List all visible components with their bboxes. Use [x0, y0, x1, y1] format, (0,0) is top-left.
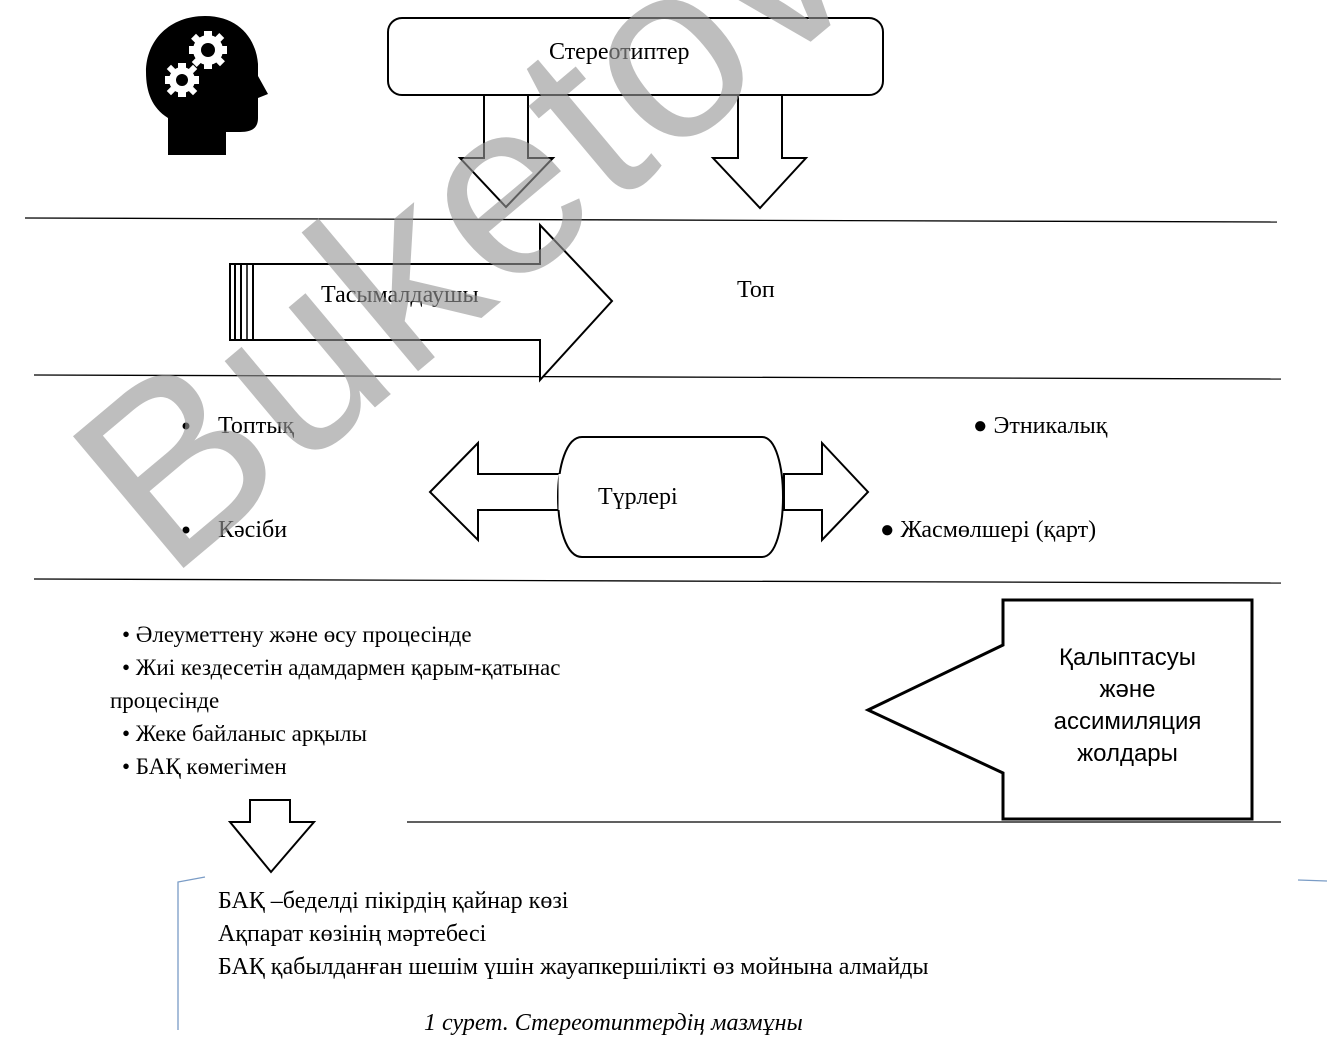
group-label: Топ [737, 277, 775, 303]
media-items: БАҚ –беделді пікірдің қайнар көзі Ақпара… [218, 885, 929, 984]
down-arrow-right [710, 94, 809, 210]
head-gears-icon [146, 16, 268, 155]
types-double-arrow [428, 436, 870, 558]
list-item: БАҚ қабылданған шешім үшін жауапкершілік… [218, 954, 929, 980]
list-item: • Жиі кездесетін адамдармен қарым-қатына… [122, 655, 561, 680]
type-ethnic: ● Этникалық [973, 413, 1108, 439]
list-item: БАҚ –беделді пікірдің қайнар көзі [218, 888, 569, 914]
stereotypes-label: Стереотиптер [549, 39, 690, 65]
formation-callout [864, 598, 1254, 821]
bullet-dot-icon [182, 422, 190, 430]
down-arrow-small [227, 799, 317, 874]
media-box-bracket [177, 876, 206, 1030]
figure-caption: 1 сурет. Стереотиптердің мазмұны [424, 1010, 803, 1036]
formation-line: жолдары [1077, 740, 1178, 767]
formation-line: Қалыптасуы [1059, 644, 1196, 671]
carrier-label: Тасымалдаушы [321, 282, 479, 308]
divider-1 [24, 217, 1278, 223]
media-box-bracket-right [1297, 879, 1327, 882]
bullet-dot-icon [182, 526, 190, 534]
formation-label: Қалыптасуы және ассимиляция жолдары [1015, 642, 1240, 770]
types-label: Түрлері [598, 484, 678, 510]
list-item: • Жеке байланыс арқылы [122, 721, 367, 746]
formation-items: • Әлеуметтену және өсу процесінде • Жиі … [110, 618, 561, 783]
carrier-arrow [229, 222, 614, 383]
type-group: Топтық [218, 413, 294, 439]
divider-3 [33, 578, 1282, 584]
list-item: Ақпарат көзінің мәртебесі [218, 921, 487, 947]
list-item: процесінде [110, 688, 220, 713]
formation-line: ассимиляция [1053, 708, 1202, 735]
down-arrow-left [457, 94, 556, 209]
formation-line: және [1099, 676, 1156, 703]
divider-2 [33, 374, 1282, 380]
list-item: • БАҚ көмегімен [122, 754, 287, 779]
type-age: ● Жасмөлшері (қарт) [880, 517, 1097, 543]
list-item: • Әлеуметтену және өсу процесінде [122, 622, 472, 647]
stereotypes-box [387, 17, 884, 96]
type-professional: Кәсіби [218, 517, 288, 543]
